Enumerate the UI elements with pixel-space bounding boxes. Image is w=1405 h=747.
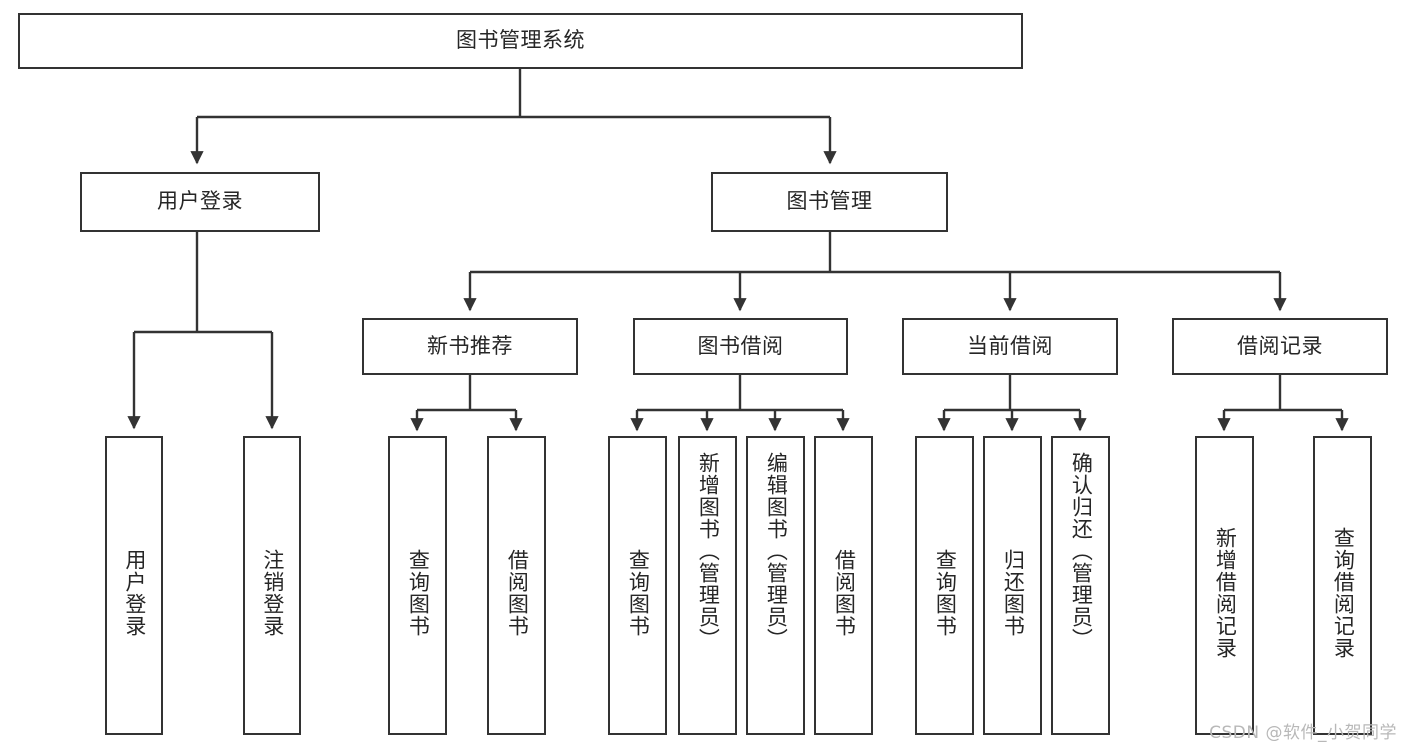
leaf-confirm-return[interactable]: 确认归还（管理员）	[1051, 436, 1110, 735]
leaf-user-login[interactable]: 用户登录	[105, 436, 163, 735]
node-root-label: 图书管理系统	[456, 28, 585, 53]
leaf-add-record[interactable]: 新增借阅记录	[1195, 436, 1254, 735]
node-current-borrow-label: 当前借阅	[967, 333, 1053, 358]
leaf-return-book[interactable]: 归还图书	[983, 436, 1042, 735]
leaf-user-login-label: 用户登录	[122, 548, 147, 637]
node-book-manage-label: 图书管理	[786, 189, 873, 214]
leaf-query-book-cur-label: 查询图书	[933, 548, 958, 637]
node-book-borrow[interactable]: 图书借阅	[633, 318, 848, 375]
leaf-query-record[interactable]: 查询借阅记录	[1313, 436, 1372, 735]
leaf-query-book-rec-label: 查询图书	[406, 548, 431, 637]
leaf-query-record-label: 查询借阅记录	[1331, 526, 1356, 659]
node-current-borrow[interactable]: 当前借阅	[902, 318, 1118, 375]
leaf-borrow-book-rec-label: 借阅图书	[505, 548, 530, 637]
node-book-borrow-label: 图书借阅	[697, 333, 784, 358]
csdn-watermark: CSDN @软件_小贺同学	[1209, 723, 1397, 743]
node-book-manage[interactable]: 图书管理	[711, 172, 948, 232]
leaf-user-logout[interactable]: 注销登录	[243, 436, 301, 735]
leaf-add-book-label: 新增图书（管理员）	[696, 452, 721, 650]
leaf-query-book-cur[interactable]: 查询图书	[915, 436, 974, 735]
node-new-book-recommend-label: 新书推荐	[427, 333, 513, 358]
node-user-login[interactable]: 用户登录	[80, 172, 320, 232]
leaf-add-record-label: 新增借阅记录	[1213, 526, 1238, 659]
node-borrow-record-label: 借阅记录	[1237, 333, 1323, 358]
leaf-edit-book-label: 编辑图书（管理员）	[764, 452, 789, 650]
node-new-book-recommend[interactable]: 新书推荐	[362, 318, 578, 375]
leaf-edit-book[interactable]: 编辑图书（管理员）	[746, 436, 805, 735]
leaf-borrow-book[interactable]: 借阅图书	[814, 436, 873, 735]
leaf-add-book[interactable]: 新增图书（管理员）	[678, 436, 737, 735]
leaf-borrow-book-rec[interactable]: 借阅图书	[487, 436, 546, 735]
node-borrow-record[interactable]: 借阅记录	[1172, 318, 1388, 375]
leaf-confirm-return-label: 确认归还（管理员）	[1069, 452, 1094, 650]
node-user-login-label: 用户登录	[157, 189, 243, 214]
leaf-borrow-book-label: 借阅图书	[832, 548, 857, 637]
leaf-return-book-label: 归还图书	[1001, 548, 1026, 637]
leaf-query-book-rec[interactable]: 查询图书	[388, 436, 447, 735]
leaf-user-logout-label: 注销登录	[260, 548, 285, 637]
node-root[interactable]: 图书管理系统	[18, 13, 1023, 69]
leaf-query-book-label: 查询图书	[626, 548, 651, 637]
leaf-query-book[interactable]: 查询图书	[608, 436, 667, 735]
